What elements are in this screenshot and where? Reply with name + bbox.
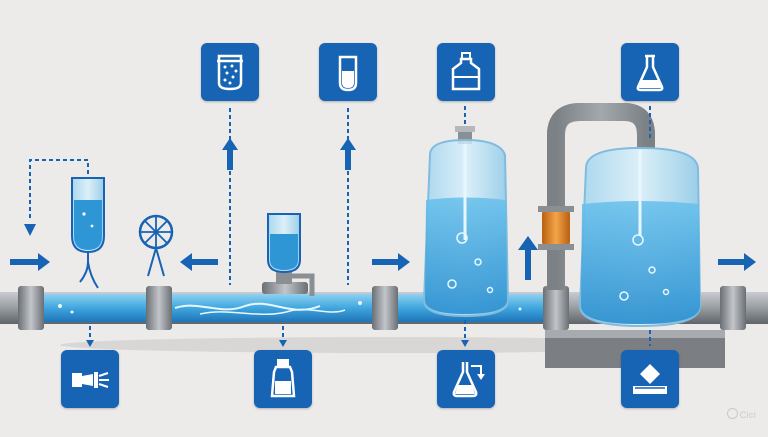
pipe-couplings: [18, 286, 746, 330]
inline-valve: [262, 270, 315, 296]
riser-arrow: [518, 236, 538, 280]
outlet-arrow: [718, 253, 756, 271]
overhead-riser-pipe: [538, 103, 655, 290]
strainer-fan: [138, 214, 174, 277]
tank-feed-arrow: [372, 253, 410, 271]
flow-arrows: [10, 138, 756, 347]
test-tube-middle: [267, 213, 301, 274]
bypass-line: [29, 159, 89, 218]
sample-tube-icon: [319, 43, 377, 101]
inlet-arrow: [10, 253, 50, 271]
dashed-connectors: [29, 106, 651, 346]
filter-media-column-icon: [201, 43, 259, 101]
sample-bottle-icon: [254, 350, 312, 408]
return-arrow: [180, 253, 218, 271]
orange-valve: [542, 210, 570, 246]
flask-icon: [621, 43, 679, 101]
dispense-nozzle-icon: [61, 350, 119, 408]
sediment-discharge-icon: [621, 350, 679, 408]
test-tube-left: [71, 177, 105, 289]
bypass-down-arrow: [24, 224, 36, 236]
watermark-logo-icon: [726, 408, 738, 419]
storage-tank-small: [422, 126, 510, 318]
flask-outlet-icon: [437, 350, 495, 408]
up-arrow-2: [340, 138, 356, 170]
chemical-bottle-icon: [437, 43, 495, 101]
watermark: Cici: [726, 408, 756, 420]
storage-tank-large: [578, 146, 702, 328]
up-arrow-1: [222, 138, 238, 170]
watermark-text: Cici: [739, 410, 756, 420]
